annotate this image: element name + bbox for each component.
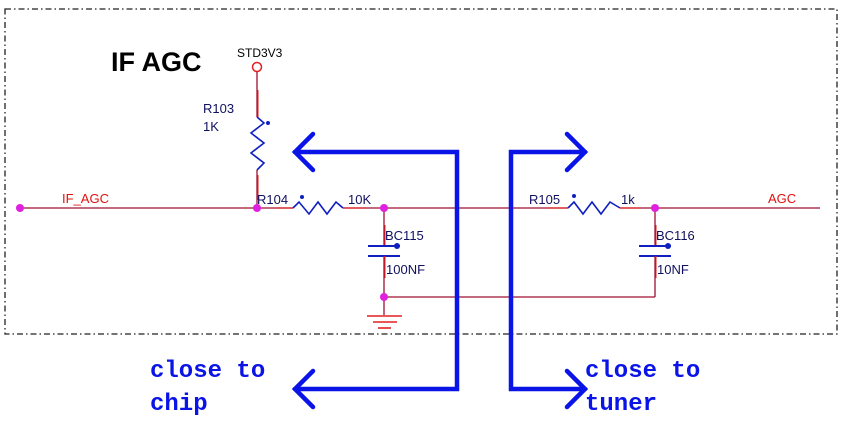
note-tuner-line2: tuner <box>585 391 657 418</box>
junction-dot <box>380 204 388 212</box>
pin1-marker-icon <box>266 121 270 125</box>
power-label: STD3V3 <box>237 46 283 60</box>
net-label-if-agc: IF_AGC <box>62 191 109 206</box>
pin1-marker-icon <box>572 194 576 198</box>
power-port-icon <box>251 61 263 73</box>
net-label-agc: AGC <box>768 191 796 206</box>
r104-value: 10K <box>348 192 371 207</box>
capacitor-bc116[interactable] <box>639 208 671 297</box>
pin1-marker-icon <box>300 195 304 199</box>
bc116-ref: BC116 <box>656 228 695 243</box>
block-title: IF AGC <box>111 47 202 77</box>
arrow-close-to-tuner <box>508 131 589 410</box>
resistor-r104-icon <box>292 200 344 216</box>
junction-dot <box>253 204 261 212</box>
capacitor-bc115[interactable] <box>368 208 400 297</box>
resistor-r105[interactable] <box>548 194 640 216</box>
bc115-ref: BC115 <box>385 228 424 243</box>
r103-ref: R103 <box>203 101 234 116</box>
arrowhead-left-icon <box>291 368 316 410</box>
note-chip-line1: close to <box>150 358 265 385</box>
r105-ref: R105 <box>529 192 560 207</box>
note-tuner-line1: close to <box>585 358 700 385</box>
resistor-r103-icon <box>249 116 266 171</box>
r105-value: 1k <box>621 192 635 207</box>
resistor-r105-icon <box>567 200 621 216</box>
r104-ref: R104 <box>257 192 288 207</box>
note-chip-line2: chip <box>150 391 208 418</box>
pin1-marker-icon <box>665 243 671 249</box>
pin1-marker-icon <box>394 243 400 249</box>
arrowhead-left-icon <box>291 131 316 173</box>
sheet-border <box>4 8 838 335</box>
resistor-r103[interactable] <box>249 72 270 208</box>
arrowhead-right-icon <box>564 368 589 410</box>
r103-value: 1K <box>203 119 219 134</box>
ground-icon <box>367 315 402 329</box>
junction-dot <box>380 293 388 301</box>
resistor-r104[interactable] <box>275 195 366 216</box>
junction-dot <box>16 204 24 212</box>
bc116-value: 10NF <box>657 262 689 277</box>
junction-dot <box>651 204 659 212</box>
arrowhead-right-icon <box>564 131 589 173</box>
arrow-close-to-chip <box>291 131 460 410</box>
bc115-value: 100NF <box>386 262 425 277</box>
